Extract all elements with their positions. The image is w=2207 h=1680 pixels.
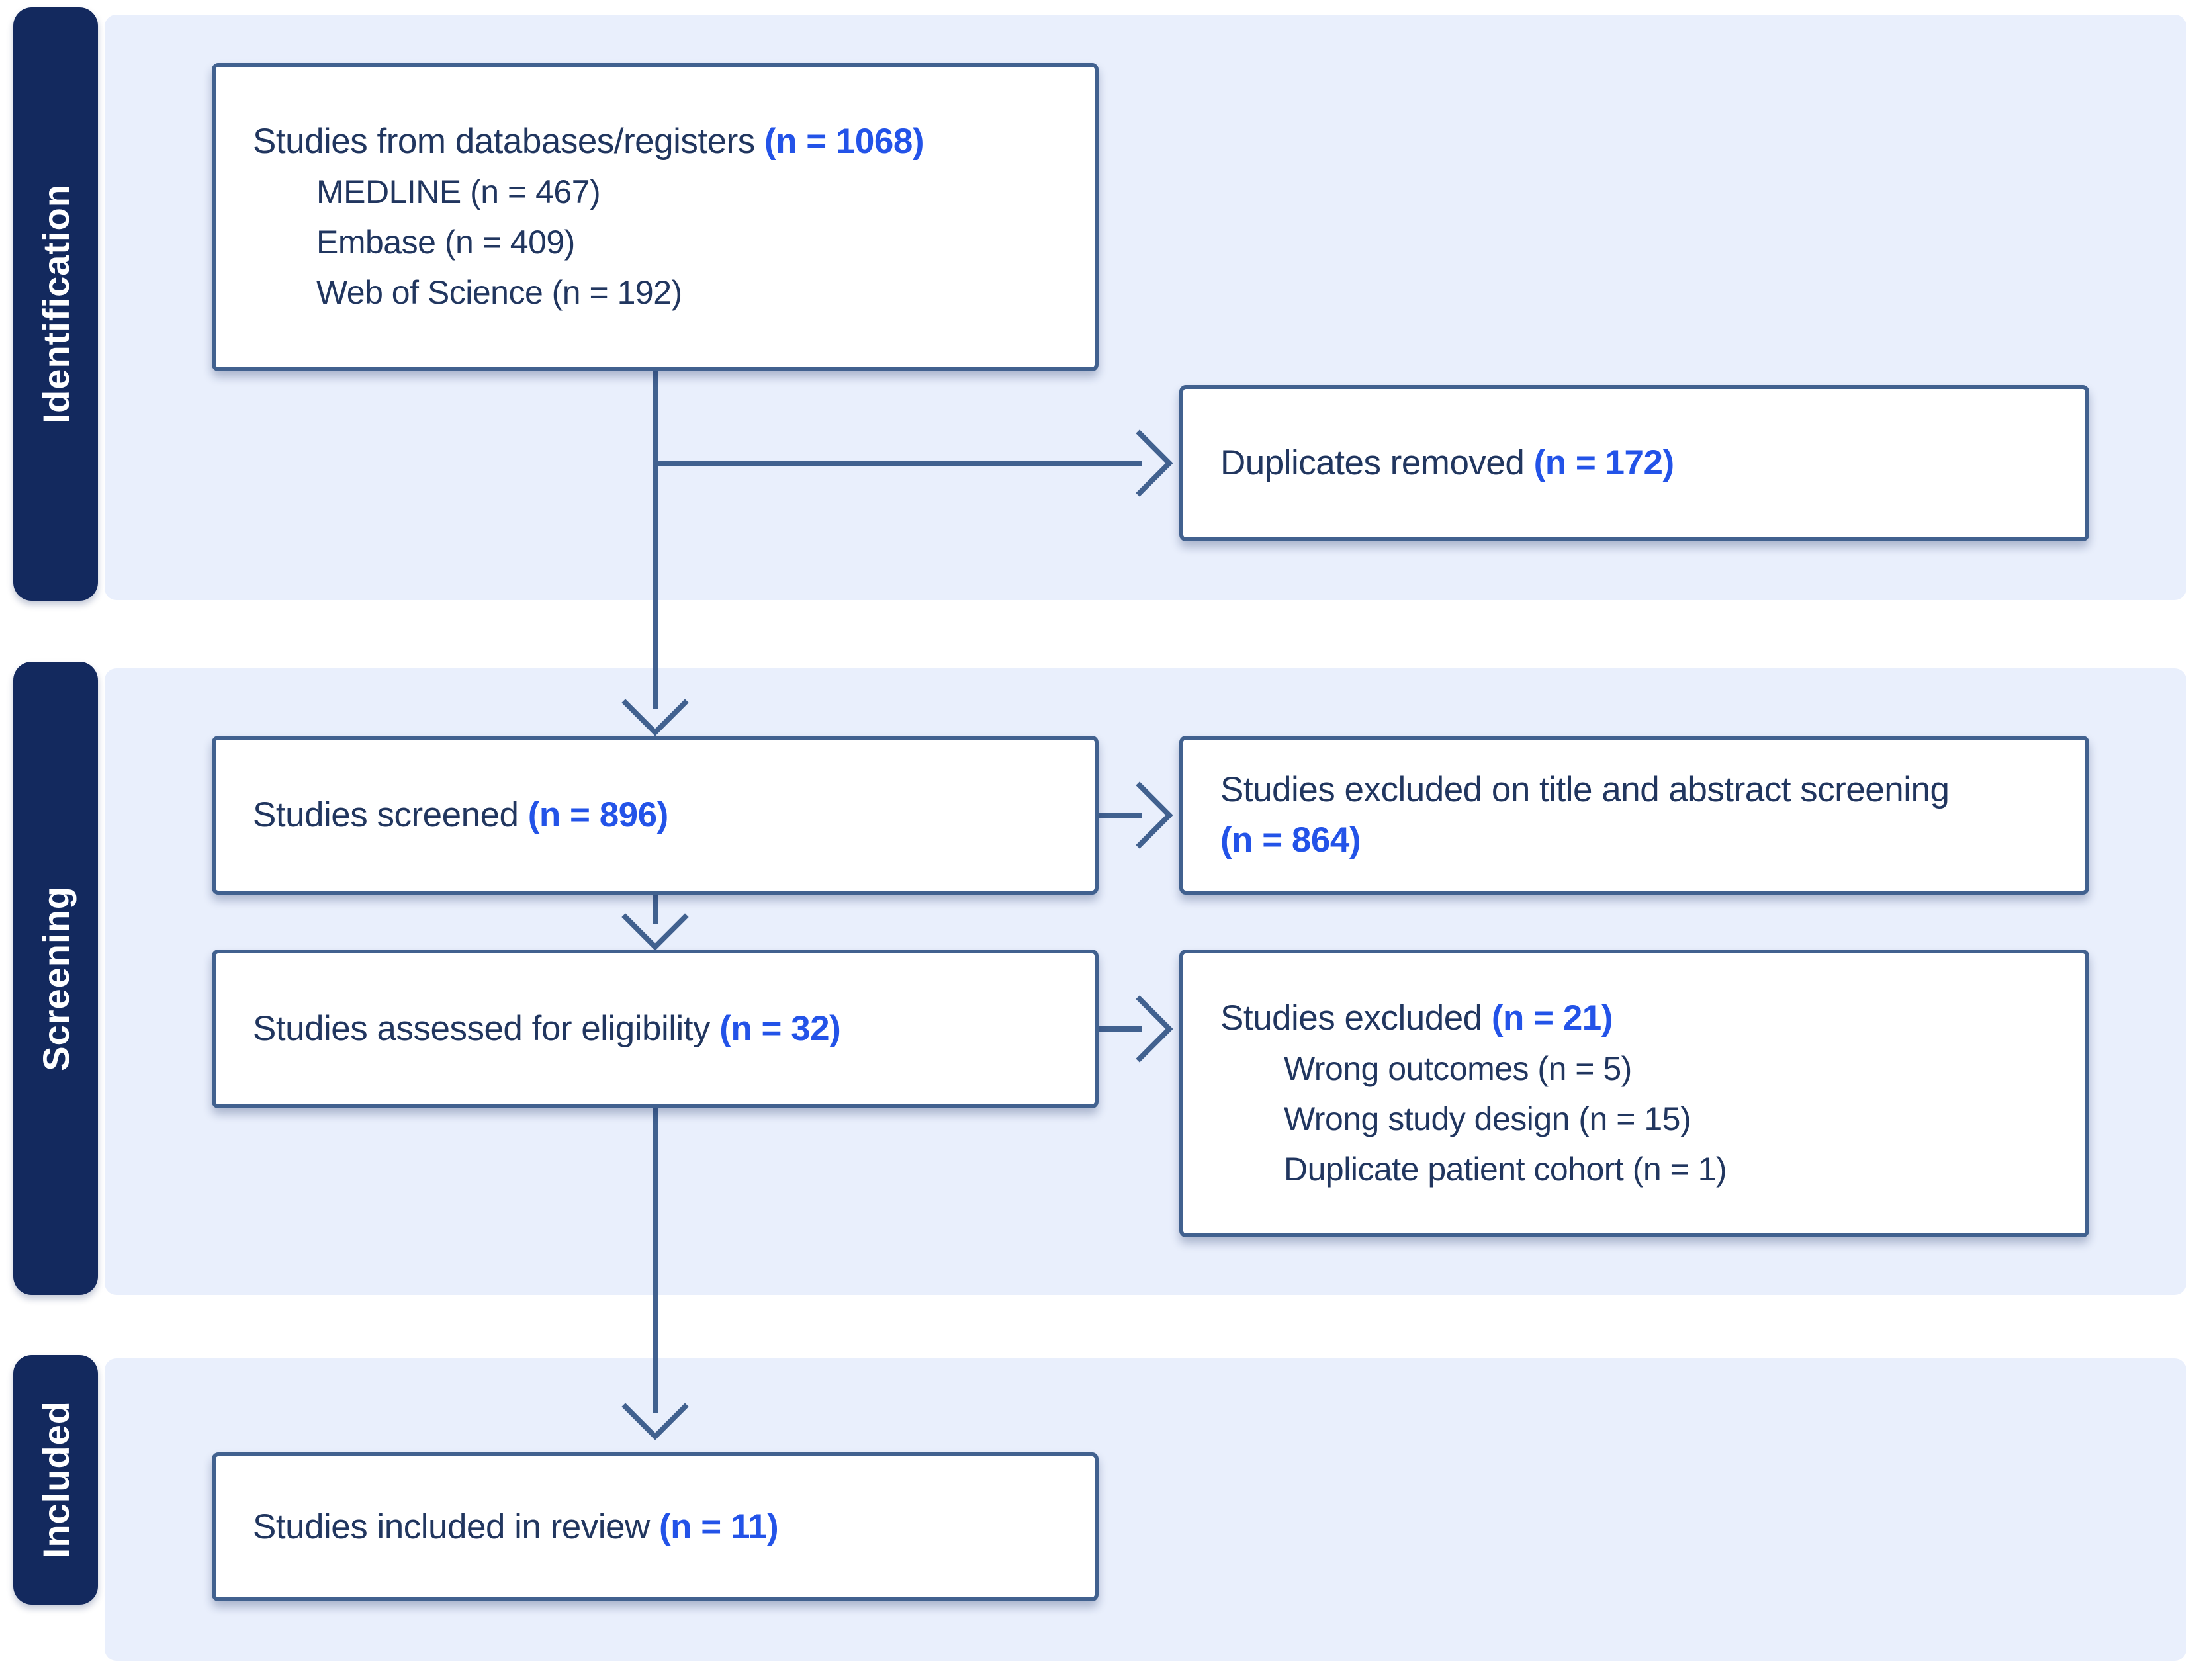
box-excluded-main-text: Studies excluded	[1220, 998, 1482, 1038]
box-studies-from-databases: Studies from databases/registers (n = 10…	[212, 63, 1099, 371]
box-screened-main-text: Studies screened	[253, 795, 519, 834]
box-excluded-title-abstract-line: Studies excluded on title and abstract s…	[1220, 765, 2059, 865]
box-studies-included: Studies included in review (n = 11)	[212, 1452, 1099, 1601]
box-screened-count: (n = 896)	[527, 795, 669, 834]
box-excluded-item-wrong-design: Wrong study design (n = 15)	[1284, 1100, 1691, 1137]
box-included-main-text: Studies included in review	[253, 1507, 650, 1546]
box-excluded-item-wrong-outcomes: Wrong outcomes (n = 5)	[1284, 1049, 1632, 1087]
box-included-count: (n = 11)	[659, 1507, 779, 1546]
box-assessed-for-eligibility: Studies assessed for eligibility (n = 32…	[212, 950, 1099, 1108]
stage-tab-included: Included	[13, 1355, 98, 1605]
box-studies-screened: Studies screened (n = 896)	[212, 736, 1099, 895]
box-duplicates-removed: Duplicates removed (n = 172)	[1179, 385, 2089, 541]
box-databases-item-medline: MEDLINE (n = 467)	[316, 173, 601, 210]
box-duplicates-count: (n = 172)	[1533, 443, 1675, 482]
box-excluded-title-abstract: Studies excluded on title and abstract s…	[1179, 736, 2089, 895]
stage-label-identification: Identification	[34, 184, 77, 424]
box-databases-main-text: Studies from databases/registers	[253, 122, 755, 161]
box-duplicates-main-text: Duplicates removed	[1220, 443, 1525, 482]
box-studies-excluded: Studies excluded (n = 21) Wrong outcomes…	[1179, 950, 2089, 1237]
box-screened-main-line: Studies screened (n = 896)	[253, 790, 1068, 840]
stage-label-included: Included	[34, 1401, 77, 1559]
box-eligibility-count: (n = 32)	[719, 1009, 841, 1048]
stage-label-screening: Screening	[34, 885, 77, 1071]
stage-tab-identification: Identification	[13, 7, 98, 601]
box-excluded-title-abstract-text: Studies excluded on title and abstract s…	[1220, 770, 1950, 809]
box-eligibility-main-line: Studies assessed for eligibility (n = 32…	[253, 1004, 1068, 1054]
box-databases-item-embase: Embase (n = 409)	[316, 224, 575, 261]
box-duplicates-main-line: Duplicates removed (n = 172)	[1220, 438, 2059, 488]
box-excluded-title-abstract-count: (n = 864)	[1220, 820, 1361, 860]
box-databases-item-web-of-science: Web of Science (n = 192)	[316, 274, 682, 311]
stage-tab-screening: Screening	[13, 662, 98, 1295]
box-excluded-item-duplicate-cohort: Duplicate patient cohort (n = 1)	[1284, 1150, 1727, 1188]
box-included-main-line: Studies included in review (n = 11)	[253, 1502, 1068, 1552]
box-databases-count: (n = 1068)	[764, 122, 924, 161]
box-eligibility-main-text: Studies assessed for eligibility	[253, 1009, 711, 1048]
box-databases-main-line: Studies from databases/registers (n = 10…	[253, 116, 1068, 167]
box-excluded-count: (n = 21)	[1491, 998, 1613, 1038]
box-excluded-main-line: Studies excluded (n = 21)	[1220, 993, 2059, 1043]
